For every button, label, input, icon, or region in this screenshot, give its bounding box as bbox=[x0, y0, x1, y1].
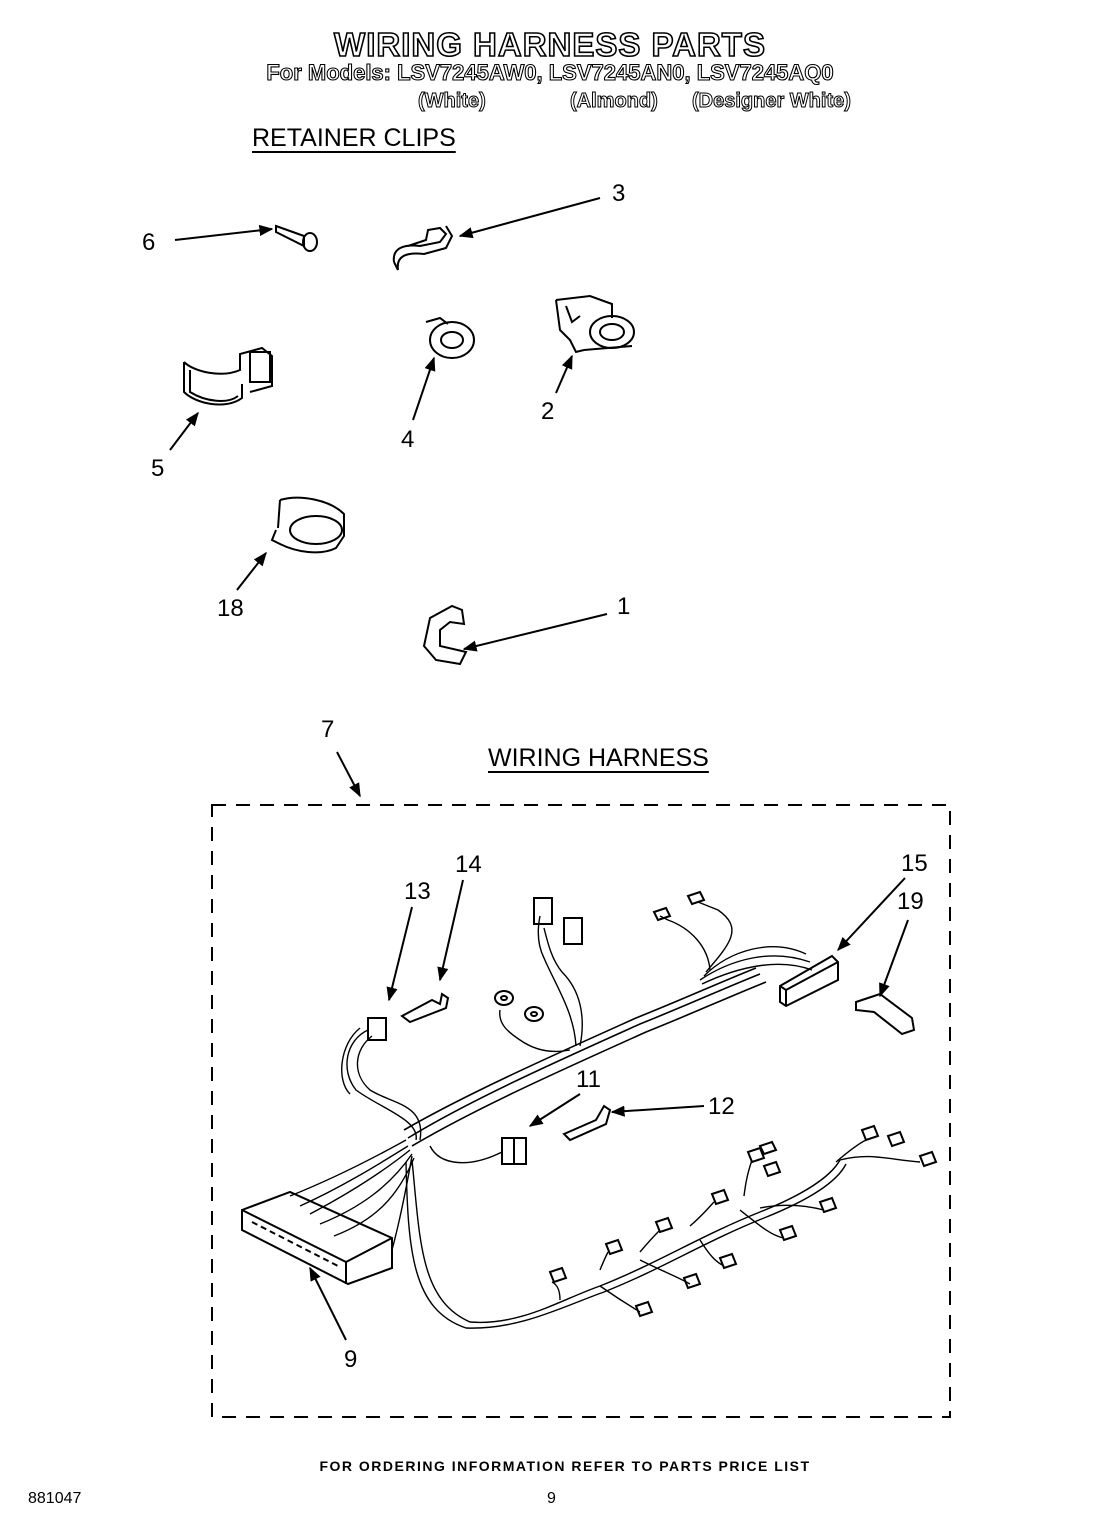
callout-3: 3 bbox=[612, 180, 626, 207]
callout-12: 12 bbox=[708, 1093, 735, 1120]
leader-6 bbox=[174, 224, 274, 241]
leader-5 bbox=[169, 411, 199, 451]
callout-9: 9 bbox=[344, 1346, 358, 1373]
lower-terminals bbox=[548, 1124, 938, 1318]
leader-19 bbox=[879, 919, 909, 998]
harness-branch-13 bbox=[341, 1027, 422, 1141]
leader-1 bbox=[462, 613, 608, 652]
page-title: WIRING HARNESS PARTS bbox=[333, 25, 766, 64]
color-almond-label: (Almond) bbox=[570, 90, 659, 113]
ordering-note: FOR ORDERING INFORMATION REFER TO PARTS … bbox=[319, 1458, 811, 1474]
callout-2: 2 bbox=[541, 398, 555, 425]
harness-frame bbox=[211, 804, 951, 1418]
leader-4 bbox=[412, 356, 436, 421]
models-line: For Models: LSV7245AW0, LSV7245AN0, LSV7… bbox=[266, 59, 834, 85]
leader-3 bbox=[458, 197, 601, 239]
leader-12 bbox=[610, 1105, 705, 1117]
leader-7 bbox=[336, 751, 361, 798]
ring-terminals bbox=[494, 990, 544, 1022]
harness-branch-right bbox=[659, 901, 813, 985]
page-number: 9 bbox=[547, 1490, 556, 1507]
harness-branch-lower bbox=[405, 1139, 921, 1329]
connector-11 bbox=[501, 1137, 527, 1165]
color-white-label: (White) bbox=[418, 90, 487, 113]
callout-14: 14 bbox=[455, 851, 482, 878]
callout-5: 5 bbox=[151, 455, 165, 482]
wiring-harness-heading: WIRING HARNESS bbox=[488, 744, 709, 772]
callout-1: 1 bbox=[617, 593, 631, 620]
document-number: 881047 bbox=[28, 1490, 82, 1507]
leader-14 bbox=[437, 879, 464, 982]
connector-upper-1 bbox=[533, 897, 553, 925]
callout-4: 4 bbox=[401, 426, 415, 453]
color-designer-white-label: (Designer White) bbox=[692, 90, 852, 113]
part-3-wire-clip bbox=[392, 225, 454, 271]
leader-18 bbox=[236, 551, 267, 591]
part-12-terminal bbox=[562, 1104, 612, 1142]
callout-11: 11 bbox=[576, 1066, 601, 1093]
leader-11 bbox=[528, 1093, 581, 1127]
leader-2 bbox=[555, 354, 573, 394]
connector-9 bbox=[241, 1190, 393, 1286]
harness-trunk bbox=[403, 967, 767, 1147]
part-5-strap-clip bbox=[183, 346, 273, 406]
retainer-clips-heading: RETAINER CLIPS bbox=[252, 124, 456, 152]
part-19-terminal bbox=[855, 992, 916, 1036]
harness-branch-upper bbox=[499, 915, 583, 1053]
callout-19: 19 bbox=[897, 888, 924, 915]
leader-13 bbox=[386, 906, 413, 1002]
part-1-clip bbox=[422, 604, 468, 666]
part-4-round-clip bbox=[425, 316, 475, 359]
harness-branch-9 bbox=[289, 1139, 415, 1251]
connector-15 bbox=[779, 954, 839, 1008]
callout-18: 18 bbox=[217, 595, 244, 622]
terminal-top-2 bbox=[652, 906, 672, 922]
callout-15: 15 bbox=[901, 850, 928, 877]
callout-7: 7 bbox=[321, 716, 335, 743]
terminal-top-1 bbox=[686, 890, 706, 906]
part-6-push-pin bbox=[275, 224, 318, 252]
connector-13 bbox=[367, 1017, 387, 1041]
part-18-sleeve bbox=[270, 496, 345, 554]
leader-9 bbox=[309, 1266, 347, 1341]
harness-branch-11 bbox=[429, 1145, 503, 1164]
connector-upper-2 bbox=[563, 917, 583, 945]
callout-13: 13 bbox=[404, 878, 431, 905]
callout-6: 6 bbox=[142, 229, 156, 256]
part-2-clip bbox=[555, 294, 635, 354]
leader-15 bbox=[837, 877, 906, 952]
part-14-pin bbox=[400, 992, 450, 1024]
